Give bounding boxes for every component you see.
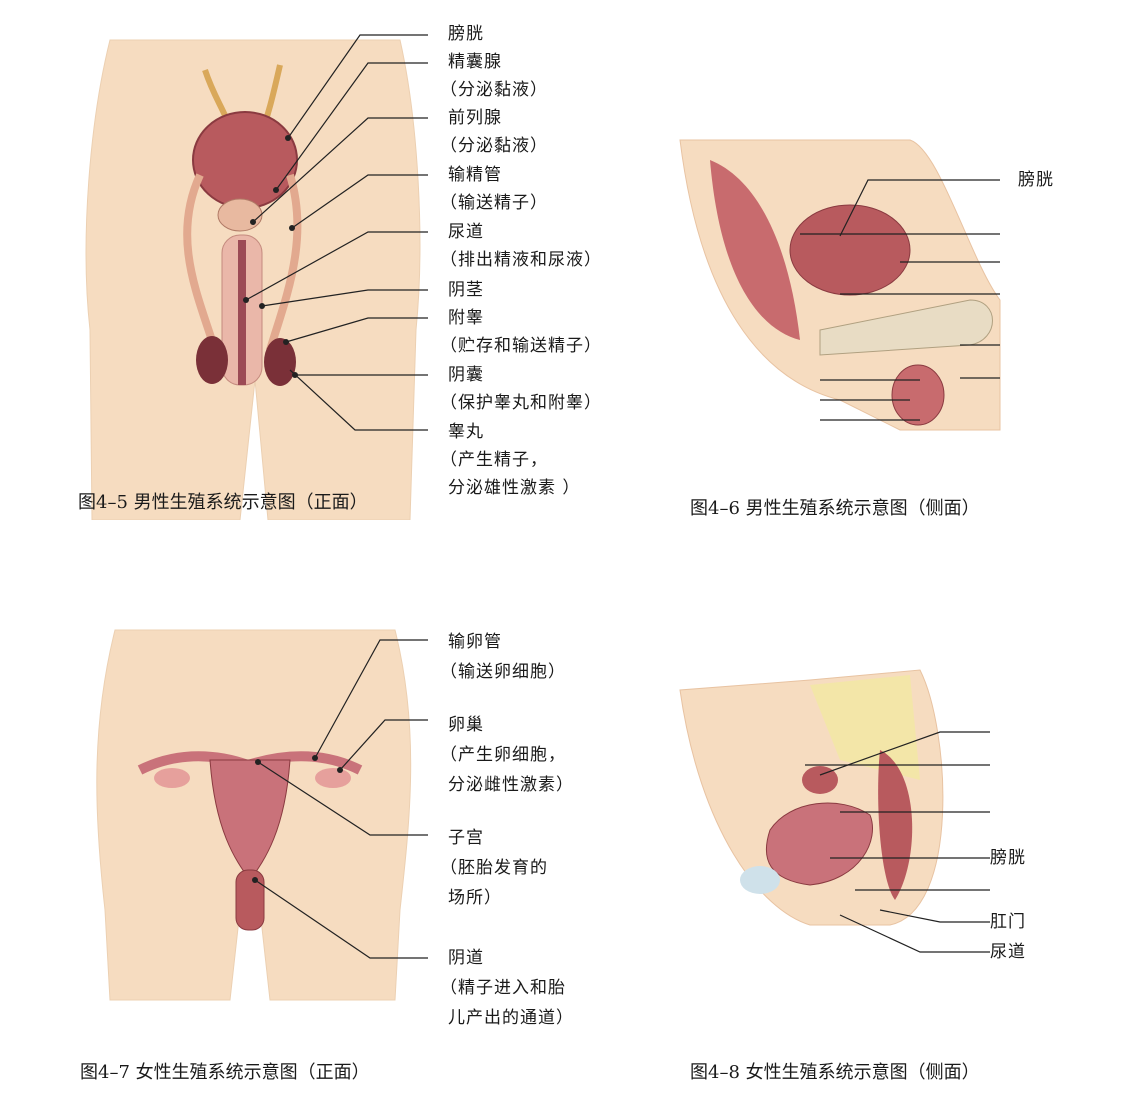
label-prostate-fn: （分泌黏液） bbox=[440, 136, 548, 156]
label-testis-fn2: 分泌雄性激素 ） bbox=[448, 478, 581, 498]
label-testis-fn1: （产生精子， bbox=[440, 450, 548, 470]
figure-male-front: 膀胱 精囊腺 （分泌黏液） 前列腺 （分泌黏液） 输精管 （输送精子） 尿道 （… bbox=[0, 0, 640, 520]
label-ovary-fn2: 分泌雌性激素） bbox=[448, 775, 574, 795]
label-seminal-vesicle: 精囊腺 bbox=[448, 52, 502, 72]
label-vagina: 阴道 bbox=[448, 948, 484, 968]
label-scrotum-fn: （保护睾丸和附睾） bbox=[440, 393, 602, 413]
female-front-illustration bbox=[96, 629, 428, 1001]
label-urethra-fn: （排出精液和尿液） bbox=[440, 250, 602, 270]
male-side-illustration bbox=[679, 139, 1001, 431]
caption-fig-4-7: 图4–7 女性生殖系统示意图（正面） bbox=[80, 1062, 370, 1083]
label-urethra: 尿道 bbox=[448, 222, 484, 242]
label-testis: 睾丸 bbox=[448, 422, 484, 442]
ovary-left-shape bbox=[154, 768, 190, 788]
caption-fig-4-6: 图4–6 男性生殖系统示意图（侧面） bbox=[690, 498, 980, 519]
testis-left-shape bbox=[196, 336, 228, 384]
female-side-illustration bbox=[679, 669, 990, 953]
label-vas-deferens: 输精管 bbox=[448, 165, 502, 185]
label-seminal-vesicle-fn: （分泌黏液） bbox=[440, 80, 548, 100]
label-vagina-fn2: 儿产出的通道） bbox=[448, 1008, 574, 1028]
testis-right-shape bbox=[264, 338, 296, 386]
label-oviduct-fn: （输送卵细胞） bbox=[440, 662, 566, 682]
label-vagina-fn1: （精子进入和胎 bbox=[440, 978, 566, 998]
label-epididymis: 附睾 bbox=[448, 308, 484, 328]
label-oviduct: 输卵管 bbox=[448, 632, 502, 652]
label-urethra-female-side: 尿道 bbox=[990, 942, 1026, 962]
label-vas-deferens-fn: （输送精子） bbox=[440, 193, 548, 213]
male-front-illustration bbox=[85, 34, 428, 520]
label-uterus: 子宫 bbox=[448, 828, 484, 848]
label-bladder-female-side: 膀胱 bbox=[990, 848, 1026, 868]
label-ovary: 卵巢 bbox=[448, 715, 484, 735]
label-penis: 阴茎 bbox=[448, 280, 484, 300]
label-ovary-fn1: （产生卵细胞， bbox=[440, 745, 566, 765]
label-uterus-fn2: 场所） bbox=[448, 888, 502, 908]
caption-fig-4-5: 图4–5 男性生殖系统示意图（正面） bbox=[78, 492, 368, 513]
label-anus: 肛门 bbox=[990, 912, 1026, 932]
label-prostate: 前列腺 bbox=[448, 108, 502, 128]
figure-male-side: 膀胱 图4–6 男性生殖系统示意图（侧面） bbox=[640, 0, 1142, 520]
label-scrotum: 阴囊 bbox=[448, 365, 484, 385]
ovary-right-shape bbox=[315, 768, 351, 788]
figure-female-front: 输卵管 （输送卵细胞） 卵巢 （产生卵细胞， 分泌雌性激素） 子宫 （胚胎发育的… bbox=[0, 580, 640, 1104]
label-epididymis-fn: （贮存和输送精子） bbox=[440, 336, 602, 356]
bladder-shape bbox=[192, 111, 298, 209]
label-bladder-side: 膀胱 bbox=[1018, 170, 1054, 190]
figure-female-side: 膀胱 肛门 尿道 图4–8 女性生殖系统示意图（侧面） bbox=[640, 580, 1142, 1104]
caption-fig-4-8: 图4–8 女性生殖系统示意图（侧面） bbox=[690, 1062, 980, 1083]
label-uterus-fn1: （胚胎发育的 bbox=[440, 858, 548, 878]
label-bladder: 膀胱 bbox=[448, 24, 484, 44]
